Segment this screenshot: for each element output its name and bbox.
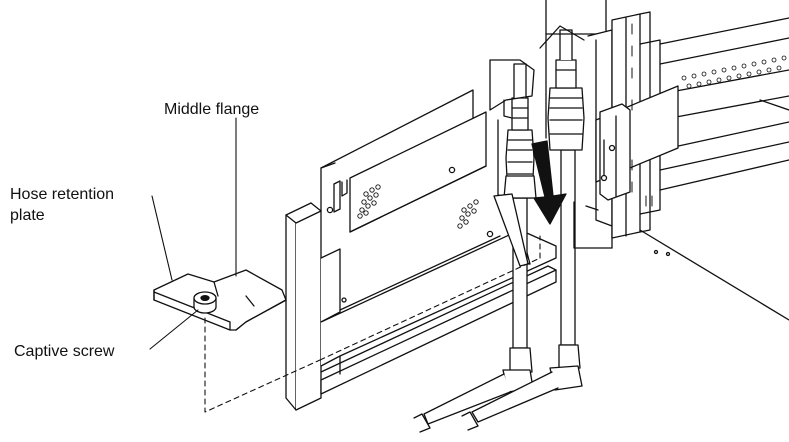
insertion-arrow-icon <box>531 140 567 225</box>
captive-screw-label: Captive screw <box>14 343 115 360</box>
rack-frame <box>285 89 557 411</box>
captive-screw-icon <box>193 291 217 314</box>
leader-lines <box>149 117 237 350</box>
hose-retention-plate <box>153 269 287 331</box>
hose-retention-plate-label: Hose retention plate <box>10 184 114 226</box>
hose-retention-plate-label-line2: plate <box>10 207 45 224</box>
right-rack-section <box>545 0 789 321</box>
hose-retention-leader <box>151 195 173 281</box>
coolant-hoses <box>413 25 585 433</box>
captive-screw-leader <box>149 309 199 350</box>
middle-flange-label: Middle flange <box>164 101 260 118</box>
alignment-guide-lines <box>204 235 541 413</box>
hose-retention-plate-label-line1: Hose retention <box>10 186 115 203</box>
